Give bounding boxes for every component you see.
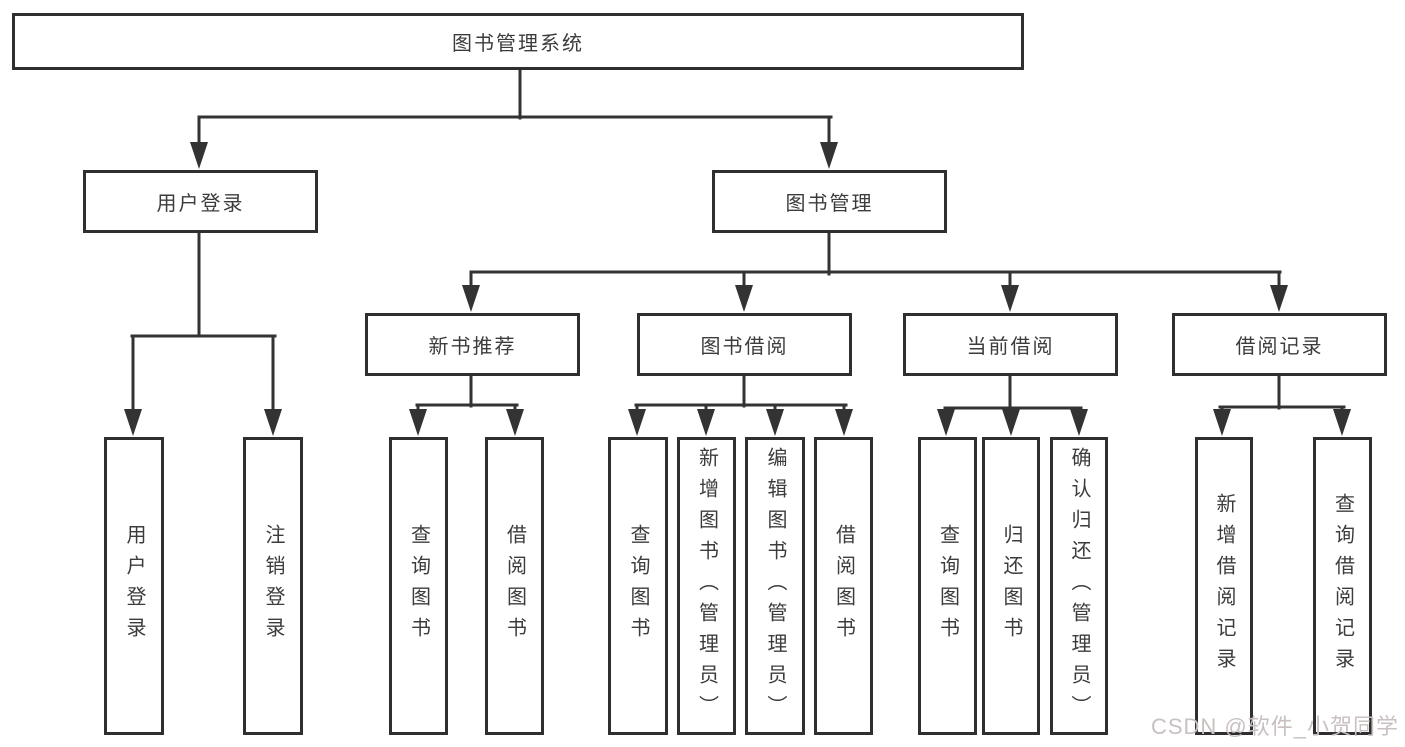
leaf-logout: 注销登录 (243, 437, 303, 735)
node-user-login: 用户登录 (83, 170, 318, 233)
leaf-borrow-books-label: 借阅图书 (832, 524, 855, 648)
leaf-add-book-admin: 新增图书（管理员） (677, 437, 736, 735)
leaf-query-books-recommend-label: 查询图书 (407, 524, 430, 648)
leaf-query-books-current: 查询图书 (918, 437, 977, 735)
node-book-management-label: 图书管理 (785, 193, 874, 215)
node-current-borrowing: 当前借阅 (903, 313, 1118, 376)
node-book-management: 图书管理 (712, 170, 947, 233)
node-book-borrowing: 图书借阅 (637, 313, 852, 376)
node-book-borrowing-label: 图书借阅 (700, 336, 789, 358)
leaf-edit-book-admin-label: 编辑图书（管理员） (764, 446, 786, 726)
node-new-book-recommend: 新书推荐 (365, 313, 580, 376)
leaf-query-books-borrowing: 查询图书 (608, 437, 668, 735)
leaf-edit-book-admin: 编辑图书（管理员） (745, 437, 805, 735)
leaf-borrow-books: 借阅图书 (814, 437, 873, 735)
csdn-watermark: CSDN @软件_小贺同学 (1150, 714, 1399, 739)
node-current-borrowing-label: 当前借阅 (966, 336, 1055, 358)
leaf-logout-label: 注销登录 (262, 524, 284, 648)
leaf-return-books: 归还图书 (982, 437, 1040, 735)
leaf-query-books-current-label: 查询图书 (936, 524, 959, 648)
leaf-confirm-return-admin-label: 确认归还（管理员） (1068, 446, 1090, 726)
leaf-confirm-return-admin: 确认归还（管理员） (1050, 437, 1108, 735)
leaf-borrow-books-recommend-label: 借阅图书 (503, 524, 526, 648)
leaf-user-login-label: 用户登录 (123, 524, 145, 648)
leaf-query-borrow-record-label: 查询借阅记录 (1331, 493, 1354, 679)
leaf-query-borrow-record: 查询借阅记录 (1313, 437, 1372, 735)
node-library-system: 图书管理系统 (12, 13, 1024, 70)
leaf-user-login: 用户登录 (104, 437, 164, 735)
leaf-borrow-books-recommend: 借阅图书 (485, 437, 544, 735)
leaf-return-books-label: 归还图书 (1000, 524, 1022, 648)
leaf-add-borrow-record-label: 新增借阅记录 (1213, 493, 1235, 679)
leaf-add-book-admin-label: 新增图书（管理员） (695, 446, 718, 726)
node-borrow-records-label: 借阅记录 (1235, 336, 1324, 358)
leaf-query-books-recommend: 查询图书 (389, 437, 448, 735)
node-library-system-label: 图书管理系统 (452, 33, 584, 55)
leaf-add-borrow-record: 新增借阅记录 (1195, 437, 1253, 735)
node-borrow-records: 借阅记录 (1172, 313, 1387, 376)
node-user-login-label: 用户登录 (156, 193, 245, 215)
node-new-book-recommend-label: 新书推荐 (428, 336, 517, 358)
leaf-query-books-borrowing-label: 查询图书 (627, 524, 649, 648)
